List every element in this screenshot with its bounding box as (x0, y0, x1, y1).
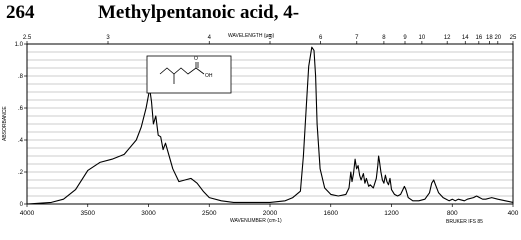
instrument-label: BRUKER IFS 85 (446, 219, 483, 225)
x-tick-label: 2500 (202, 210, 217, 217)
y-tick-label: 1.0 (15, 42, 24, 48)
top-tick-label: 14 (462, 35, 469, 41)
structure-box (146, 55, 232, 94)
y-tick-label: .6 (18, 106, 24, 112)
grid-lines (27, 51, 513, 197)
x-tick-label: 800 (447, 210, 458, 217)
y-tick-label: 0 (20, 202, 24, 208)
top-tick-label: 10 (419, 35, 426, 41)
x-tick-label: 4000 (20, 210, 35, 217)
axes: 0 .2 .4 .6 .8 1.0 4000 3500 3000 2500 2000 1600 1200… (15, 35, 519, 217)
compound-number: 264 (6, 2, 35, 23)
top-tick-label: 2.5 (23, 35, 32, 41)
top-tick-label: 6 (319, 35, 323, 41)
x-tick-label: 3500 (81, 210, 96, 217)
x-tick-label: 1200 (384, 210, 399, 217)
structure-label-o: O (194, 56, 198, 62)
top-tick-label: 18 (486, 35, 493, 41)
spectrum-series (26, 46, 514, 205)
y-tick-label: .2 (18, 170, 24, 176)
top-axis-title: WAVELENGTH (μm) (228, 33, 275, 39)
compound-name: Methylpentanoic acid, 4- (98, 2, 300, 23)
top-tick-label: 5 (268, 35, 272, 41)
top-tick-label: 16 (475, 35, 482, 41)
top-tick-label: 7 (355, 35, 359, 41)
molecule-structure: O OH (146, 55, 232, 94)
top-tick-label: 8 (382, 35, 386, 41)
top-tick-label: 3 (106, 35, 110, 41)
top-tick-label: 12 (444, 35, 451, 41)
x-axis-title: WAVENUMBER (cm-1) (230, 218, 282, 224)
x-tick-label: 400 (508, 210, 519, 217)
ir-spectrum-chart: O OH 0 .2 .4 .6 .8 1.0 4000 3500 3000 2500 2000 160… (2, 33, 519, 225)
y-tick-label: .8 (18, 74, 24, 80)
y-tick-label: .4 (18, 138, 24, 144)
top-tick-label: 20 (494, 35, 501, 41)
top-tick-label: 4 (208, 35, 212, 41)
top-tick-label: 9 (403, 35, 407, 41)
structure-label-oh: OH (205, 73, 213, 79)
top-tick-label: 25 (510, 35, 517, 41)
spectrum-line (26, 46, 514, 205)
x-tick-label: 1600 (324, 210, 339, 217)
x-tick-label: 3000 (141, 210, 156, 217)
axis-labels: ABSORBANCE WAVELENGTH (μm) WAVENUMBER (c… (2, 33, 483, 225)
y-axis-title: ABSORBANCE (2, 106, 8, 141)
x-tick-label: 2000 (263, 210, 278, 217)
